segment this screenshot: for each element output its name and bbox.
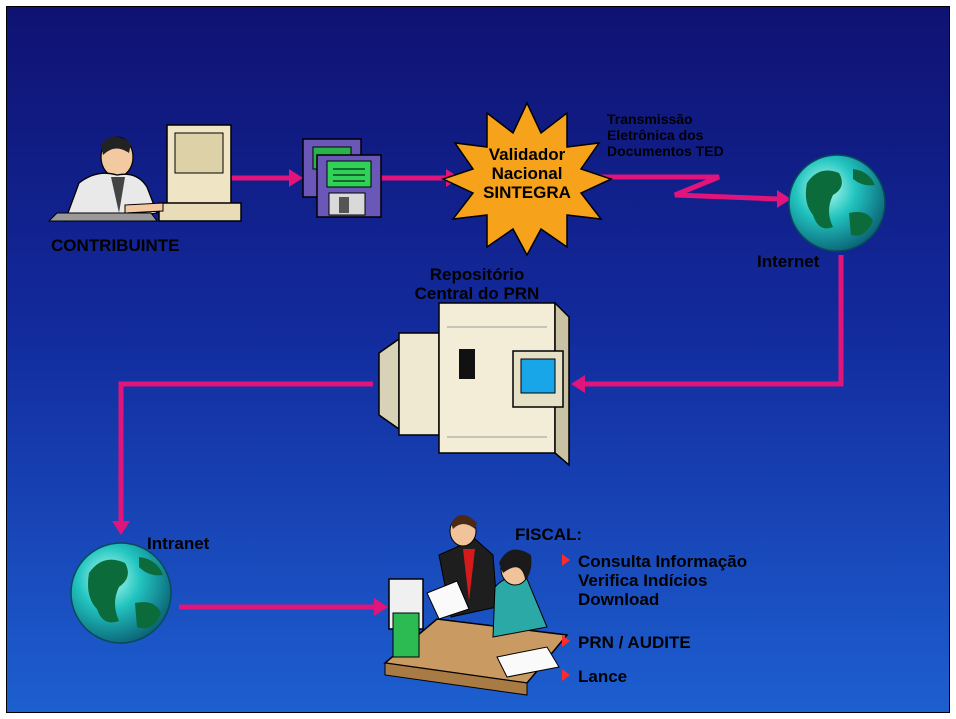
transmissao-line: Transmissão xyxy=(607,111,693,127)
flow-diagram xyxy=(47,101,886,696)
arrow-intranet-to-fiscal xyxy=(179,598,388,616)
arrow-transmission-lightning xyxy=(590,174,791,208)
floppy-disks-icon xyxy=(302,138,382,218)
person-at-computer-icon xyxy=(47,124,242,222)
globe-icon xyxy=(70,542,172,644)
mainframe-server-icon xyxy=(378,301,570,467)
slide: CONTRIBUINTE Validador Nacional SINTEGRA… xyxy=(6,6,950,713)
fiscal-item-line: PRN / AUDITE xyxy=(578,633,691,652)
fiscal-item: PRN / AUDITE xyxy=(562,633,691,652)
validador-line: SINTEGRA xyxy=(483,183,571,202)
repositorio-line: Repositório xyxy=(429,265,525,284)
bullet-arrow-icon xyxy=(562,669,570,681)
fiscal-item: Consulta Informação Verifica Indícios Do… xyxy=(562,552,747,609)
validador-line: Nacional xyxy=(491,164,563,183)
office-workers-icon xyxy=(383,515,569,696)
starburst-icon xyxy=(440,101,614,257)
repositorio-line: Central do PRN xyxy=(414,284,540,303)
bullet-arrow-icon xyxy=(562,554,570,566)
fiscal-item-line: Verifica Indícios xyxy=(578,571,708,590)
fiscal-item: Lance xyxy=(562,667,627,686)
transmissao-line: Eletrônica dos xyxy=(607,127,704,143)
validador-line: Validador xyxy=(488,145,566,164)
fiscal-title: FISCAL: xyxy=(515,525,583,544)
internet-label: Internet xyxy=(757,252,820,271)
arrow-internet-to-repositorio xyxy=(571,255,844,393)
intranet-label: Intranet xyxy=(147,534,210,553)
fiscal-item-line: Lance xyxy=(578,667,628,686)
transmissao-line: Documentos TED xyxy=(607,143,724,159)
fiscal-item-line: Consulta Informação xyxy=(578,552,748,571)
transmissao-label: Transmissão Eletrônica dos Documentos TE… xyxy=(607,111,724,159)
contribuinte-label: CONTRIBUINTE xyxy=(51,236,180,255)
repositorio-label: Repositório Central do PRN xyxy=(397,265,557,303)
globe-icon xyxy=(788,154,886,252)
fiscal-item-line: Download xyxy=(578,590,660,609)
bullet-arrow-icon xyxy=(562,635,570,647)
arrow-repositorio-to-intranet xyxy=(112,381,373,535)
validador-label: Validador Nacional SINTEGRA xyxy=(473,145,581,202)
